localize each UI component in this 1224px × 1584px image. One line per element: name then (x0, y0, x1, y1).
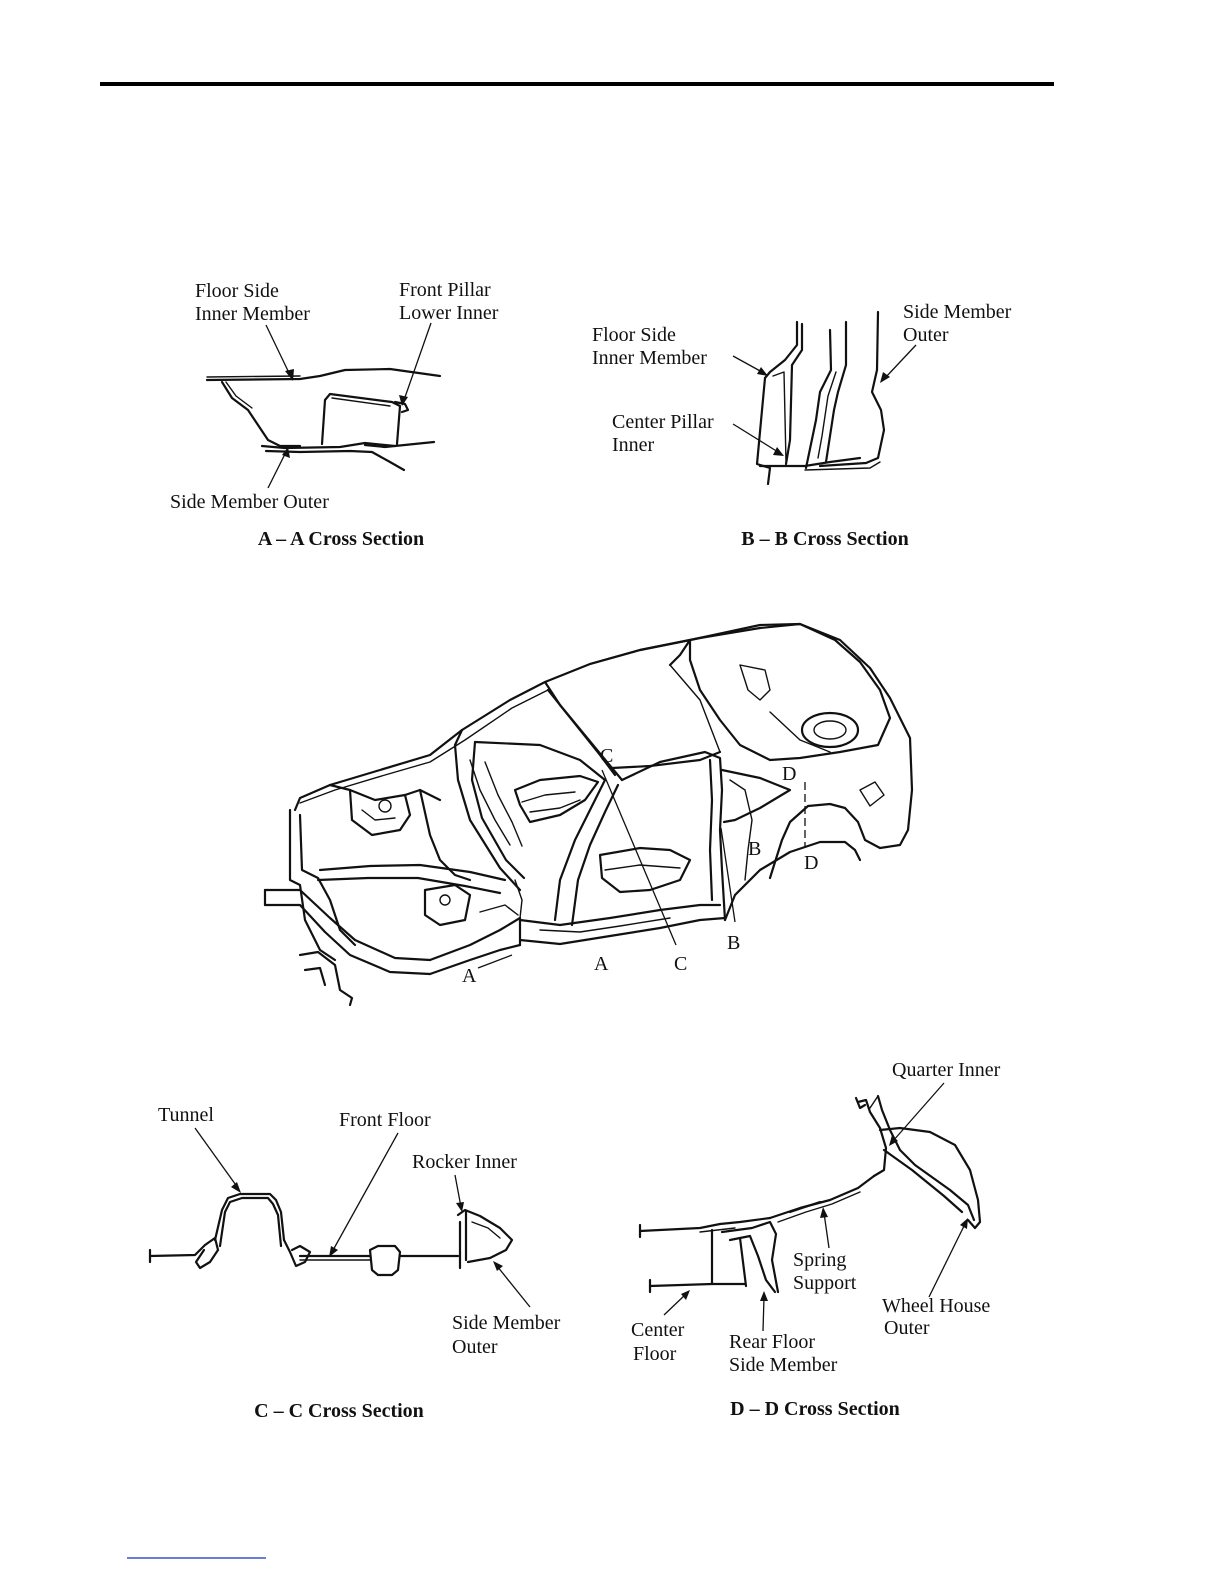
marker-b-top: B (748, 838, 761, 860)
dd-label-center-floor-line2: Floor (633, 1343, 677, 1365)
dd-leader-lines (663, 1082, 968, 1332)
cc-cross-section: Tunnel Front Floor Rocker Inner Side Mem… (148, 1104, 561, 1422)
cc-caption: C – C Cross Section (254, 1400, 424, 1422)
dd-section-drawing (638, 1094, 982, 1294)
aa-caption: A – A Cross Section (258, 528, 424, 550)
aa-label-floor-side-line1: Floor Side (195, 280, 279, 302)
bb-label-side-member-line2: Outer (903, 324, 949, 346)
aa-section-drawing (205, 367, 442, 472)
cc-label-side-member-line1: Side Member (452, 1312, 561, 1334)
marker-a-right: A (594, 953, 609, 975)
dd-label-wheel-house-line2: Outer (884, 1317, 930, 1339)
bb-label-floor-side-line2: Inner Member (592, 347, 707, 369)
bb-section-drawing (755, 310, 886, 486)
aa-cross-section: Floor Side Inner Member Front Pillar Low… (170, 279, 499, 550)
bb-label-center-pillar-line2: Inner (612, 434, 655, 456)
marker-c-bottom: C (674, 953, 687, 975)
marker-b-bottom: B (727, 932, 740, 954)
dd-label-rear-floor-line1: Rear Floor (729, 1331, 815, 1353)
marker-d-top: D (782, 763, 796, 785)
bb-caption: B – B Cross Section (741, 528, 908, 550)
cc-section-drawing (148, 1192, 514, 1277)
dd-label-wheel-house-line1: Wheel House (882, 1295, 990, 1317)
cc-label-tunnel: Tunnel (158, 1104, 214, 1126)
marker-a-left: A (462, 965, 477, 987)
cc-label-side-member-line2: Outer (452, 1336, 498, 1358)
marker-c-top: C (600, 745, 613, 767)
dd-cross-section: Quarter Inner Spring Support Wheel House… (631, 1059, 1001, 1420)
dd-label-spring-support-line1: Spring (793, 1249, 846, 1271)
marker-d-bottom: D (804, 852, 818, 874)
bb-cross-section: Side Member Outer Floor Side Inner Membe… (592, 301, 1012, 550)
dd-label-quarter-inner: Quarter Inner (892, 1059, 1001, 1081)
dd-label-rear-floor-line2: Side Member (729, 1354, 838, 1376)
aa-leader-lines (265, 322, 432, 489)
bb-label-floor-side-line1: Floor Side (592, 324, 676, 346)
cc-label-front-floor: Front Floor (339, 1109, 431, 1131)
aa-label-side-member-outer: Side Member Outer (170, 491, 329, 513)
car-body-shell-illustration (263, 622, 914, 1007)
dd-label-spring-support-line2: Support (793, 1272, 857, 1294)
cc-label-rocker-inner: Rocker Inner (412, 1151, 517, 1173)
bb-label-center-pillar-line1: Center Pillar (612, 411, 714, 433)
cc-leader-lines (194, 1127, 531, 1308)
dd-label-center-floor-line1: Center (631, 1319, 685, 1341)
aa-label-floor-side-line2: Inner Member (195, 303, 310, 325)
aa-label-front-pillar-line2: Lower Inner (399, 302, 499, 324)
dd-caption: D – D Cross Section (730, 1398, 900, 1420)
bb-leader-lines (732, 344, 917, 456)
body-section-markers (477, 769, 806, 969)
bb-label-side-member-line1: Side Member (903, 301, 1012, 323)
aa-label-front-pillar-line1: Front Pillar (399, 279, 491, 301)
